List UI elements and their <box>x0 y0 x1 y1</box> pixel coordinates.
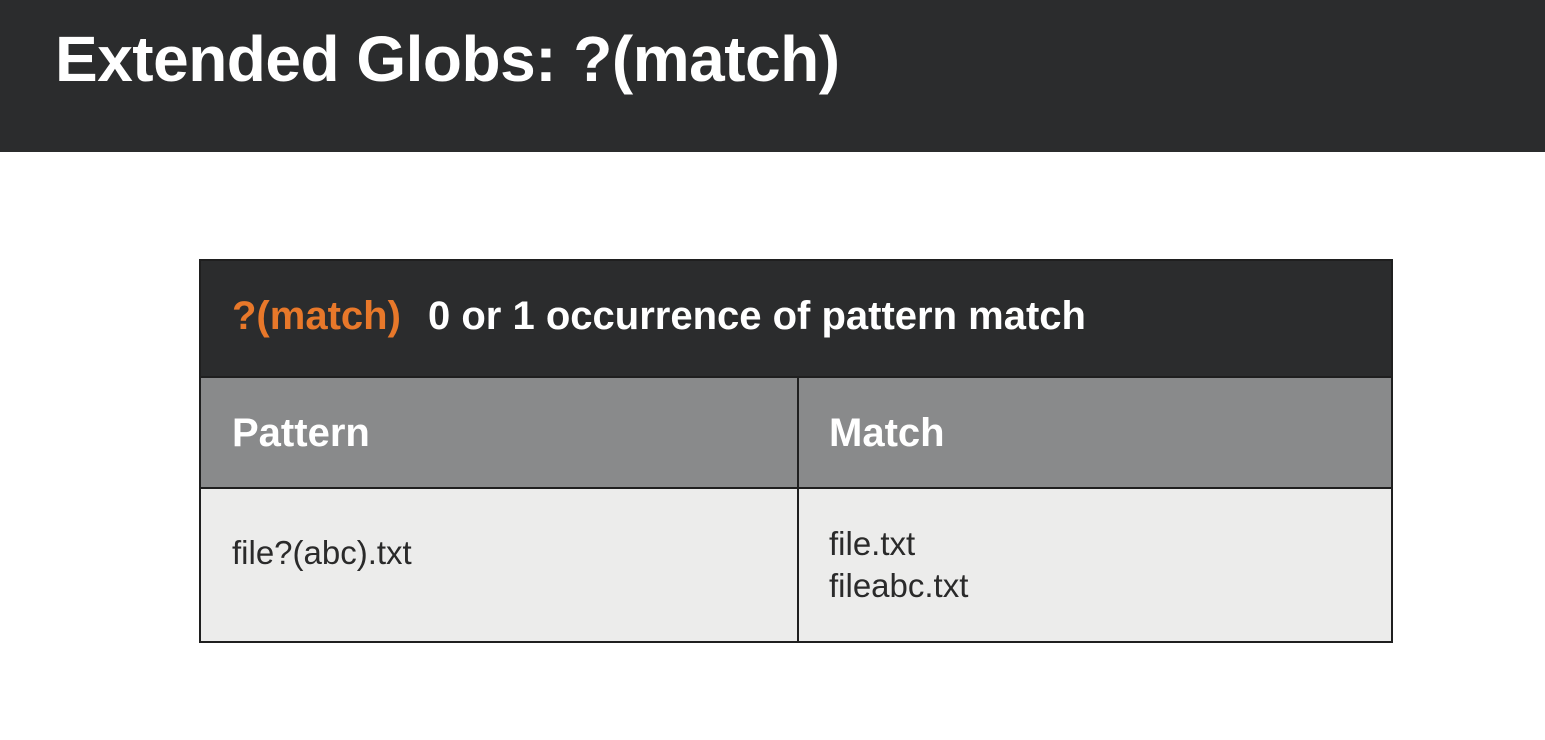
match-item: file.txt <box>829 525 916 562</box>
column-header-pattern: Pattern <box>232 411 370 455</box>
glob-table-card: ?(match) 0 or 1 occurrence of pattern ma… <box>199 259 1393 643</box>
column-divider <box>797 376 799 641</box>
operator-description: 0 or 1 occurrence of pattern match <box>428 294 1086 338</box>
card-header: ?(match) 0 or 1 occurrence of pattern ma… <box>201 261 1391 376</box>
title-bar: Extended Globs: ?(match) <box>0 0 1545 152</box>
slide-title: Extended Globs: ?(match) <box>55 23 840 95</box>
match-item: fileabc.txt <box>829 567 969 604</box>
table-cell-pattern: file?(abc).txt <box>232 534 412 571</box>
table-header-row: Pattern Match <box>201 376 1391 489</box>
table-cell-match: file.txt fileabc.txt <box>829 523 968 607</box>
column-header-match: Match <box>829 411 945 455</box>
operator-label: ?(match) <box>232 294 401 338</box>
